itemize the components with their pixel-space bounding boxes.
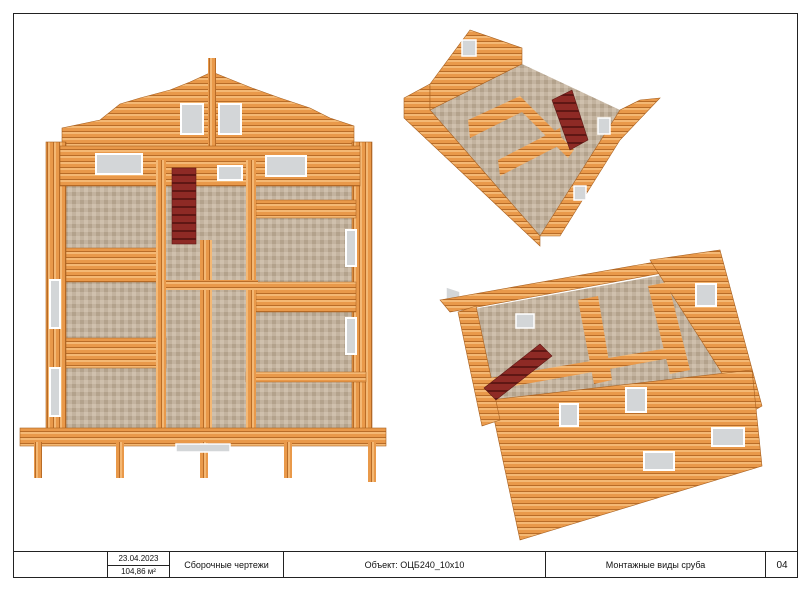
right-window-1 (345, 229, 357, 267)
area-value: 104,86 м² (121, 566, 156, 576)
axo1-window-3 (597, 117, 611, 135)
center-beam (166, 280, 258, 290)
axo1-partition-1 (468, 96, 522, 138)
post-2 (116, 442, 124, 478)
back-window-1 (95, 153, 143, 175)
section-label: Сборочные чертежи (184, 560, 269, 570)
gable-window-right (218, 103, 242, 135)
post-3 (200, 442, 208, 478)
axo1-window-2 (461, 39, 477, 57)
date-area-cell: 23.04.2023 104,86 м² (107, 552, 169, 578)
title-block-blank (13, 552, 107, 578)
axonometric-view-bottom (439, 249, 763, 541)
axo2-window-6 (515, 313, 535, 329)
sheet-number-cell: 04 (765, 552, 798, 578)
sheet-title-cell: Монтажные виды сруба (545, 552, 765, 578)
partition-vertical-1 (156, 160, 166, 430)
axo1-partition-3 (514, 96, 574, 158)
axonometric-view-top (403, 29, 661, 311)
section-cell: Сборочные чертежи (169, 552, 283, 578)
axo2-window-4 (711, 427, 745, 447)
gable-window-left (180, 103, 204, 135)
axo1-staircase (551, 89, 589, 151)
axo1-back-gable (429, 29, 523, 111)
ridge-post (208, 58, 216, 178)
axo2-window-3 (643, 451, 675, 471)
sheet-title: Монтажные виды сруба (605, 560, 706, 570)
post-1 (34, 442, 42, 478)
partition-left-upper (65, 247, 159, 283)
left-window-1 (49, 279, 61, 329)
axo2-partition-3 (490, 346, 682, 390)
front-window (175, 443, 231, 453)
right-window-2 (345, 317, 357, 355)
partition-left-lower (65, 337, 167, 369)
axo2-window-2 (625, 387, 647, 413)
left-window-2 (49, 367, 61, 417)
back-window-3 (217, 165, 243, 181)
back-window-2 (265, 155, 307, 177)
axo1-right-wall (539, 97, 661, 237)
axo2-front-wall (489, 369, 763, 541)
post-5 (368, 442, 376, 482)
axo2-staircase (483, 343, 553, 401)
partition-right-mid (255, 281, 357, 313)
plan-view-left (19, 58, 387, 482)
object-label: Объект: ОЦБ240_10х10 (364, 560, 465, 570)
sheet-number: 04 (776, 559, 788, 571)
axo2-left-wall (457, 305, 501, 427)
date-value: 23.04.2023 (108, 553, 169, 566)
partition-vertical-2 (246, 160, 256, 430)
title-block: 23.04.2023 104,86 м² Сборочные чертежи О… (13, 551, 798, 578)
sheet-frame (13, 13, 798, 578)
post-4 (284, 442, 292, 478)
axo1-partition-2 (498, 128, 562, 176)
axo2-window-5 (695, 283, 717, 307)
axo1-window-4 (573, 185, 587, 201)
axo2-window-1 (559, 403, 579, 427)
staircase-plan (171, 167, 197, 245)
object-cell: Объект: ОЦБ240_10х10 (283, 552, 545, 578)
